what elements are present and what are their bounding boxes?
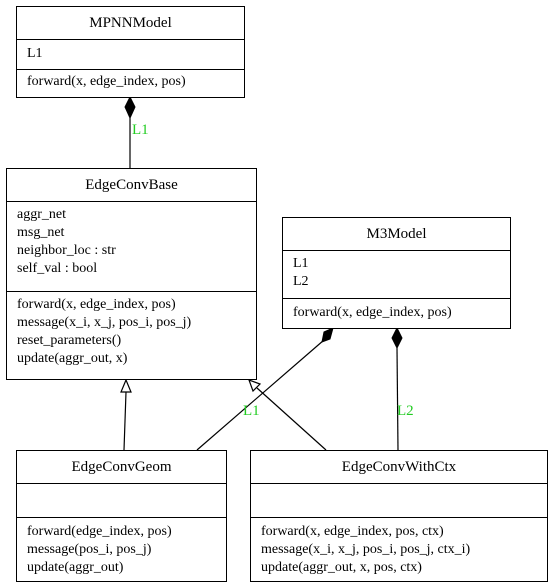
method: forward(x, edge_index, pos) bbox=[293, 305, 452, 320]
inheritance-arrow-edgeconvwithctx bbox=[247, 378, 262, 393]
method: message(pos_i, pos_j) bbox=[27, 542, 152, 557]
composition-diamond-m3-l2 bbox=[391, 326, 403, 350]
method: message(x_i, x_j, pos_i, pos_j, ctx_i) bbox=[261, 542, 471, 557]
attribute: L1 bbox=[293, 256, 309, 271]
inheritance-line-edgeconvgeom bbox=[123, 391, 127, 451]
class-attributes: L1 bbox=[17, 40, 244, 70]
method: forward(x, edge_index, pos, ctx) bbox=[261, 524, 444, 539]
attribute: neighbor_loc : str bbox=[17, 243, 116, 258]
composition-diamond-mpnn bbox=[124, 95, 136, 120]
inheritance-line-edgeconvwithctx bbox=[256, 387, 327, 451]
class-edgeconvwithctx: EdgeConvWithCtx forward(x, edge_index, p… bbox=[250, 450, 548, 582]
class-edgeconvbase: EdgeConvBase aggr_net msg_net neighbor_l… bbox=[6, 168, 257, 380]
class-methods: forward(x, edge_index, pos) bbox=[17, 70, 244, 93]
class-attributes bbox=[17, 484, 226, 518]
class-m3model: M3Model L1 L2 forward(x, edge_index, pos… bbox=[282, 217, 511, 329]
class-methods: forward(x, edge_index, pos, ctx) message… bbox=[251, 518, 547, 579]
class-methods: forward(edge_index, pos) message(pos_i, … bbox=[17, 518, 226, 579]
edge-label-mpnn-l1: L1 bbox=[132, 122, 149, 138]
attribute: L2 bbox=[293, 274, 309, 289]
attribute: L1 bbox=[27, 46, 43, 61]
method: update(aggr_out, x, pos, ctx) bbox=[261, 560, 422, 575]
attribute: aggr_net bbox=[17, 207, 66, 222]
class-methods: forward(x, edge_index, pos) bbox=[283, 299, 510, 324]
class-attributes: aggr_net msg_net neighbor_loc : str self… bbox=[7, 202, 256, 292]
edge-label-m3-l1: L1 bbox=[243, 403, 260, 419]
method: message(x_i, x_j, pos_i, pos_j) bbox=[17, 315, 192, 330]
class-edgeconvgeom: EdgeConvGeom forward(edge_index, pos) me… bbox=[16, 450, 227, 582]
class-title: MPNNModel bbox=[17, 7, 244, 40]
class-methods: forward(x, edge_index, pos) message(x_i,… bbox=[7, 292, 256, 370]
class-title: M3Model bbox=[283, 218, 510, 251]
attribute: self_val : bool bbox=[17, 261, 98, 276]
attribute: msg_net bbox=[17, 225, 65, 240]
class-title: EdgeConvGeom bbox=[17, 451, 226, 484]
method: forward(x, edge_index, pos) bbox=[27, 74, 186, 89]
method: reset_parameters() bbox=[17, 333, 122, 348]
class-title: EdgeConvBase bbox=[7, 169, 256, 202]
class-attributes bbox=[251, 484, 547, 518]
method: forward(x, edge_index, pos) bbox=[17, 297, 176, 312]
class-attributes: L1 L2 bbox=[283, 251, 510, 299]
inheritance-arrow-edgeconvgeom bbox=[120, 378, 132, 393]
class-title: EdgeConvWithCtx bbox=[251, 451, 547, 484]
method: update(aggr_out) bbox=[27, 560, 124, 575]
composition-diamond-m3-l1 bbox=[321, 327, 334, 343]
composition-line-m3-edgeconvgeom bbox=[196, 339, 325, 451]
class-mpnnmodel: MPNNModel L1 forward(x, edge_index, pos) bbox=[16, 6, 245, 98]
method: forward(edge_index, pos) bbox=[27, 524, 172, 539]
composition-line-m3-edgeconvwithctx bbox=[396, 347, 399, 451]
method: update(aggr_out, x) bbox=[17, 351, 128, 366]
edge-label-m3-l2: L2 bbox=[397, 403, 414, 419]
